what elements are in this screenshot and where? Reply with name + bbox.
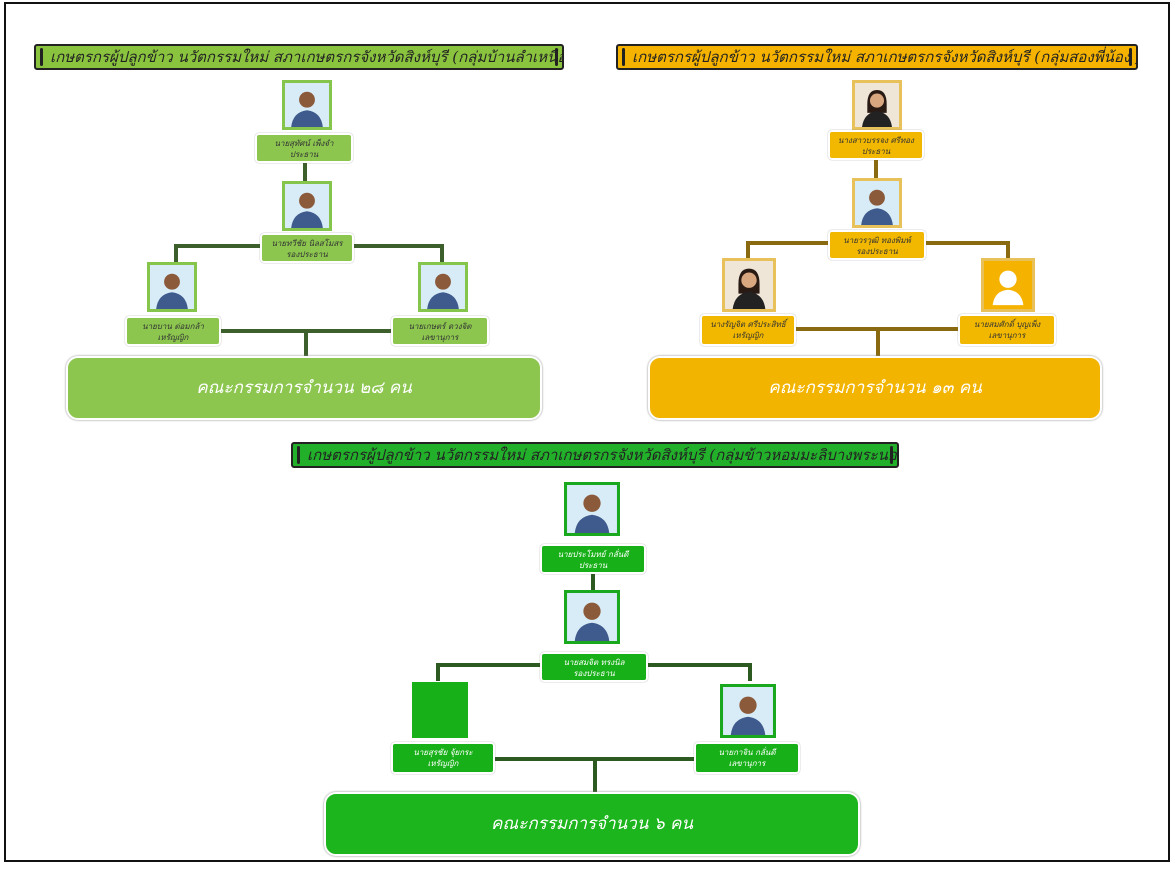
connector-line (591, 574, 595, 590)
connector-line (926, 241, 1010, 245)
committee-box: คณะกรรมการจำนวน ๖ คน (324, 792, 860, 856)
man-portrait-icon (568, 485, 616, 533)
placeholder-silhouette-icon (984, 261, 1032, 309)
president-box: นายประโมทย์ กลั่นดี ประธาน (540, 544, 646, 574)
connector-line (436, 663, 440, 681)
woman-portrait-icon (855, 83, 899, 127)
man-portrait-icon (724, 687, 772, 735)
connector-line (440, 244, 444, 264)
connector-line (436, 663, 540, 667)
treasurer-role: เหรัญญิก (427, 759, 459, 768)
man-portrait-icon (150, 265, 194, 309)
connector-line (876, 327, 880, 357)
secretary-name: นายเกษตร์ ดวงจิต (408, 322, 472, 331)
man-portrait-icon (285, 83, 329, 127)
committee-box: คณะกรรมการจำนวน ๑๓ คน (648, 356, 1102, 420)
group-banner: เกษตรกรผู้ปลูกข้าว นวัตกรรมใหม่ สภาเกษตร… (616, 44, 1138, 70)
president-role: ประธาน (289, 150, 319, 159)
secretary-photo (418, 262, 468, 312)
treasurer-box: นายบาน ต่อมกล้า เหรัญญิก (125, 316, 221, 346)
treasurer-role: เหรัญญิก (157, 333, 189, 342)
connector-line (174, 244, 260, 248)
secretary-role: เลขานุการ (728, 759, 766, 768)
vice-president-box: นายวรวุฒิ ทองพิมพ์ รองประธาน (828, 230, 926, 260)
treasurer-photo (147, 262, 197, 312)
vice-president-photo (282, 181, 332, 231)
connector-line (874, 160, 878, 178)
secretary-name: นายกาจิน กลั่นดี (718, 748, 776, 757)
man-portrait-icon (285, 184, 329, 228)
treasurer-box: นายสุรชัย จุ้ยกระ เหรัญญิก (391, 742, 495, 774)
vice-president-role: รองประธาน (286, 250, 328, 259)
secretary-role: เลขานุการ (421, 333, 459, 342)
vice-president-name: นายวรวุฒิ ทองพิมพ์ (843, 236, 911, 245)
vice-president-role: รองประธาน (856, 247, 898, 256)
vice-president-box: นายทวีชัย นิลสโมสร รองประธาน (260, 233, 354, 263)
connector-line (648, 663, 752, 667)
connector-line (304, 329, 308, 357)
secretary-box: นายกาจิน กลั่นดี เลขานุการ (694, 742, 800, 774)
vice-president-box: นายสมจิต ทรงนิล รองประธาน (540, 652, 648, 682)
secretary-role: เลขานุการ (988, 331, 1026, 340)
secretary-photo (981, 258, 1035, 312)
treasurer-box: นางรัญจิต ศรีประสิทธิ์ เหรัญญิก (700, 314, 796, 346)
man-portrait-icon (421, 265, 465, 309)
vice-president-photo (564, 590, 620, 644)
org-chart-page: เกษตรกรผู้ปลูกข้าว นวัตกรรมใหม่ สภาเกษตร… (4, 2, 1170, 862)
president-photo (564, 482, 620, 536)
president-box: นายสุทัศน์ เพ็งจำ ประธาน (255, 133, 353, 163)
treasurer-name: นายสุรชัย จุ้ยกระ (413, 748, 473, 757)
president-box: นางสาวบรรจง ศรีทอง ประธาน (828, 130, 924, 160)
president-name: นายสุทัศน์ เพ็งจำ (274, 139, 334, 148)
treasurer-photo (412, 682, 468, 738)
connector-line (748, 663, 752, 681)
connector-line (354, 244, 444, 248)
president-role: ประธาน (578, 561, 608, 570)
treasurer-name: นางรัญจิต ศรีประสิทธิ์ (710, 320, 786, 329)
connector-line (174, 244, 178, 264)
vice-president-role: รองประธาน (573, 669, 615, 678)
president-photo (852, 80, 902, 130)
secretary-box: นายเกษตร์ ดวงจิต เลขานุการ (391, 316, 489, 346)
vice-president-name: นายสมจิต ทรงนิล (563, 658, 625, 667)
treasurer-role: เหรัญญิก (732, 331, 764, 340)
secretary-photo (720, 684, 776, 738)
connector-line (303, 163, 307, 181)
president-name: นายประโมทย์ กลั่นดี (557, 550, 629, 559)
vice-president-photo (852, 178, 902, 228)
man-portrait-icon (568, 593, 616, 641)
secretary-box: นายสมศักดิ์ บุญเพ็ง เลขานุการ (958, 314, 1056, 346)
president-name: นางสาวบรรจง ศรีทอง (838, 136, 914, 145)
treasurer-photo (722, 258, 776, 312)
committee-box: คณะกรรมการจำนวน ๒๘ คน (66, 356, 542, 420)
treasurer-name: นายบาน ต่อมกล้า (142, 322, 204, 331)
connector-line (1006, 241, 1010, 259)
group-banner: เกษตรกรผู้ปลูกข้าว นวัตกรรมใหม่ สภาเกษตร… (291, 442, 899, 468)
woman-portrait-icon (725, 261, 773, 309)
connector-line (593, 757, 597, 793)
connector-line (746, 241, 828, 245)
vice-president-name: นายทวีชัย นิลสโมสร (271, 239, 343, 248)
man-portrait-icon (855, 181, 899, 225)
group-banner: เกษตรกรผู้ปลูกข้าว นวัตกรรมใหม่ สภาเกษตร… (34, 44, 564, 70)
president-photo (282, 80, 332, 130)
president-role: ประธาน (861, 147, 891, 156)
secretary-name: นายสมศักดิ์ บุญเพ็ง (973, 320, 1041, 329)
connector-line (746, 241, 750, 259)
